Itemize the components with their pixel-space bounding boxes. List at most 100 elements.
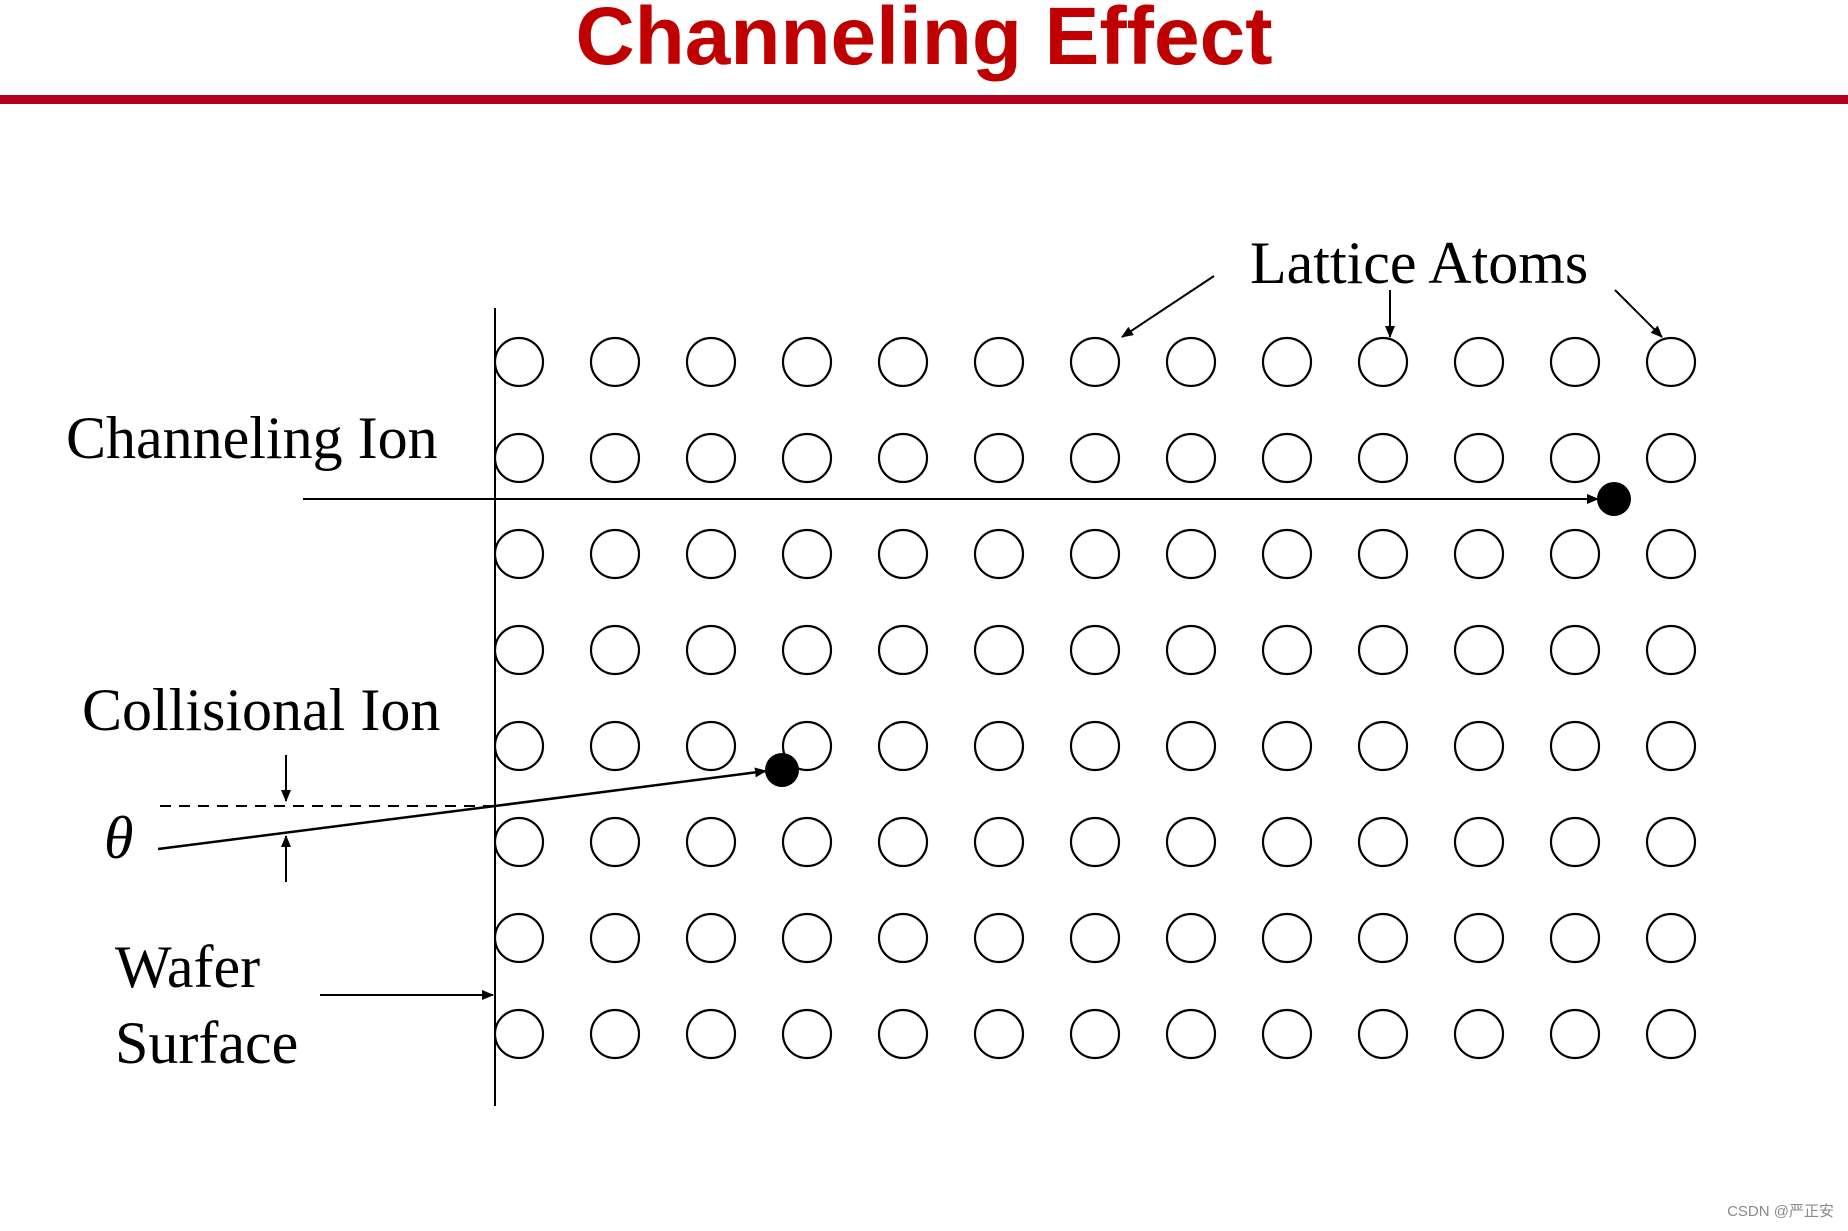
- lattice-atom: [1069, 720, 1121, 772]
- lattice-atom: [589, 816, 641, 868]
- lattice-atom: [1549, 336, 1601, 388]
- lattice-atom: [589, 528, 641, 580]
- lattice-atom: [1165, 528, 1217, 580]
- lattice-atom: [1549, 528, 1601, 580]
- lattice-atom: [589, 1008, 641, 1060]
- lattice-atom: [781, 336, 833, 388]
- lattice-atom: [493, 912, 545, 964]
- lattice-atom: [1453, 432, 1505, 484]
- lattice-atom: [781, 1008, 833, 1060]
- slide-title: Channeling Effect: [575, 0, 1273, 82]
- lattice-atom: [685, 912, 737, 964]
- lattice-atom: [493, 336, 545, 388]
- lattice-atom: [589, 624, 641, 676]
- lattice-atom: [1165, 432, 1217, 484]
- lattice-atom: [1357, 1008, 1409, 1060]
- collisional-ion-path: [494, 767, 767, 808]
- lattice-atom: [1069, 336, 1121, 388]
- lattice-atom: [877, 912, 929, 964]
- lattice-atom: [1261, 528, 1313, 580]
- channeling-ion-label: Channeling Ion: [66, 405, 438, 471]
- lattice-atom: [1069, 816, 1121, 868]
- lattice-atom: [493, 624, 545, 676]
- lattice-atom: [1357, 528, 1409, 580]
- lattice-atom: [1645, 816, 1697, 868]
- lattice-atom: [781, 624, 833, 676]
- lattice-atom: [1645, 912, 1697, 964]
- lattice-atom: [1165, 816, 1217, 868]
- title-underline: [0, 95, 1848, 104]
- lattice-atom: [493, 432, 545, 484]
- lattice-atom: [1165, 336, 1217, 388]
- lattice-atom: [1357, 720, 1409, 772]
- lattice-atom: [1069, 432, 1121, 484]
- lattice-atom: [1357, 912, 1409, 964]
- lattice-atom: [1645, 336, 1697, 388]
- lattice-atom: [1549, 912, 1601, 964]
- lattice-atom: [589, 720, 641, 772]
- lattice-atom: [1453, 336, 1505, 388]
- lattice-atom: [1549, 624, 1601, 676]
- lattice-atom: [781, 912, 833, 964]
- lattice-pointer-left: [1121, 275, 1215, 338]
- lattice-atom: [1261, 624, 1313, 676]
- lattice-atom: [1069, 912, 1121, 964]
- lattice-atom: [685, 432, 737, 484]
- lattice-atom: [1261, 912, 1313, 964]
- collisional-ion-label: Collisional Ion: [82, 677, 440, 743]
- lattice-atom: [589, 336, 641, 388]
- wafer-label: Wafer: [115, 934, 260, 1000]
- lattice-atom: [589, 912, 641, 964]
- lattice-atom: [781, 528, 833, 580]
- lattice-atom: [1165, 624, 1217, 676]
- lattice-atom: [1453, 1008, 1505, 1060]
- lattice-atom: [1069, 1008, 1121, 1060]
- lattice-atom: [1645, 624, 1697, 676]
- lattice-atom: [877, 336, 929, 388]
- lattice-atom: [877, 432, 929, 484]
- lattice-atom: [1357, 624, 1409, 676]
- lattice-atom: [973, 912, 1025, 964]
- lattice-atom: [1645, 432, 1697, 484]
- lattice-atom: [1261, 336, 1313, 388]
- lattice-atom: [1453, 624, 1505, 676]
- theta-label: θ: [104, 805, 133, 871]
- lattice-atom: [973, 528, 1025, 580]
- lattice-atom: [973, 336, 1025, 388]
- lattice-atom: [493, 816, 545, 868]
- lattice-atoms-grid: [493, 336, 1697, 1060]
- lattice-pointer-right: [1614, 289, 1663, 338]
- lattice-atom: [1261, 432, 1313, 484]
- lattice-atom: [1645, 720, 1697, 772]
- lattice-atom: [685, 528, 737, 580]
- lattice-atom: [1261, 1008, 1313, 1060]
- lattice-atom: [1549, 1008, 1601, 1060]
- lattice-atom: [973, 624, 1025, 676]
- lattice-atom: [493, 528, 545, 580]
- collisional-ion-incoming: [157, 804, 496, 851]
- lattice-atom: [1645, 528, 1697, 580]
- lattice-atom: [1357, 816, 1409, 868]
- lattice-atom: [1261, 816, 1313, 868]
- lattice-atom: [1453, 912, 1505, 964]
- lattice-atom: [1165, 720, 1217, 772]
- lattice-atom: [1069, 528, 1121, 580]
- lattice-atom: [1453, 720, 1505, 772]
- lattice-atom: [973, 816, 1025, 868]
- surface-label: Surface: [115, 1010, 298, 1076]
- lattice-atom: [1165, 1008, 1217, 1060]
- lattice-atom: [877, 720, 929, 772]
- lattice-atom: [685, 720, 737, 772]
- lattice-atom: [1261, 720, 1313, 772]
- lattice-atom: [1549, 720, 1601, 772]
- lattice-atom: [877, 624, 929, 676]
- lattice-atom: [1549, 432, 1601, 484]
- lattice-atom: [685, 1008, 737, 1060]
- lattice-atom: [877, 1008, 929, 1060]
- lattice-atom: [685, 816, 737, 868]
- lattice-atom: [973, 1008, 1025, 1060]
- lattice-atom: [877, 528, 929, 580]
- lattice-atoms-label: Lattice Atoms: [1250, 230, 1588, 296]
- lattice-atom: [493, 720, 545, 772]
- lattice-atom: [1645, 1008, 1697, 1060]
